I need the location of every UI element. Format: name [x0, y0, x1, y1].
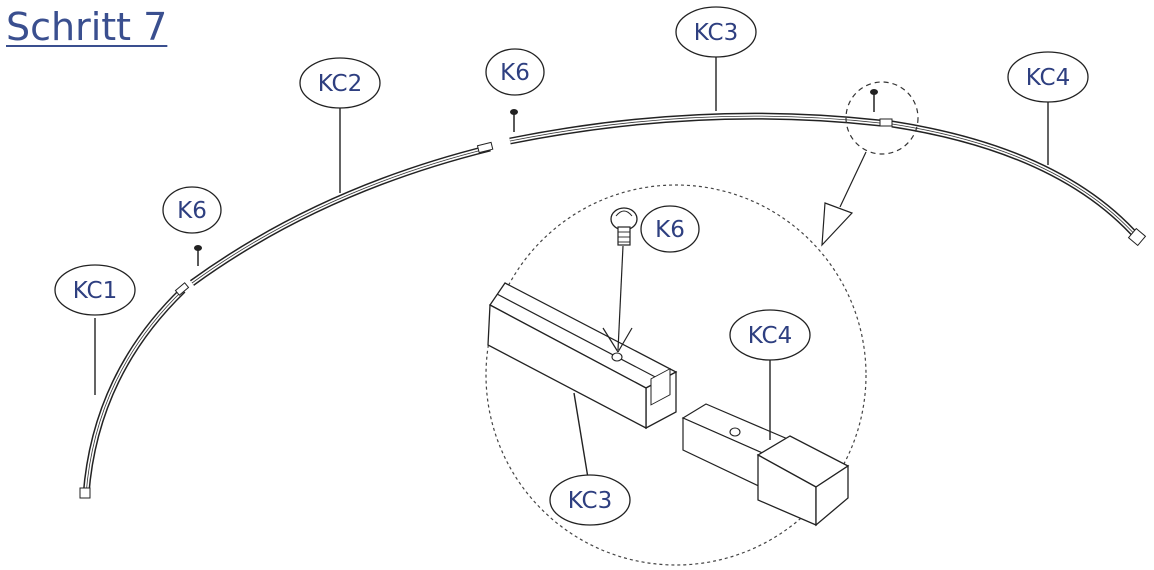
- joint-kc2-kc3: [476, 141, 494, 154]
- detail-tube-kc4: [681, 403, 850, 527]
- joint-kc3-kc4: [879, 118, 893, 127]
- label-k6-top: K6: [485, 48, 545, 96]
- detail-marker-circle: [845, 81, 919, 155]
- detail-tube-kc3: [487, 282, 678, 430]
- svg-text:KC3: KC3: [694, 20, 739, 46]
- rail-kc3: [509, 112, 881, 145]
- rail-kc2: [189, 144, 491, 286]
- svg-text:KC2: KC2: [318, 71, 363, 97]
- label-k6-left: K6: [162, 186, 222, 234]
- screw-icon: [510, 109, 518, 132]
- label-kc2: KC2: [299, 57, 381, 109]
- label-detail-k6: K6: [640, 205, 700, 253]
- rail-kc1: [79, 287, 186, 499]
- screw-icon: [870, 89, 878, 112]
- label-kc4: KC4: [1007, 51, 1089, 103]
- screw-icon: [194, 245, 202, 266]
- label-kc1: KC1: [54, 264, 136, 316]
- svg-text:K6: K6: [500, 60, 530, 86]
- leader-detail-kc3: [573, 392, 589, 479]
- svg-text:K6: K6: [655, 217, 685, 243]
- detail-circle: [485, 184, 867, 566]
- svg-text:KC4: KC4: [1026, 65, 1071, 91]
- svg-text:KC4: KC4: [748, 323, 793, 349]
- svg-text:KC1: KC1: [73, 278, 118, 304]
- svg-text:KC3: KC3: [568, 488, 613, 514]
- svg-text:K6: K6: [177, 198, 207, 224]
- label-detail-kc4: KC4: [729, 309, 811, 361]
- detail-arrow: [821, 151, 867, 247]
- step-title: Schritt 7: [6, 5, 168, 49]
- label-kc3: KC3: [675, 6, 757, 58]
- label-detail-kc3: KC3: [549, 474, 631, 526]
- joint-kc1-kc2: [174, 282, 190, 296]
- rail-kc4: [891, 120, 1147, 247]
- detail-screw-icon: [602, 207, 638, 353]
